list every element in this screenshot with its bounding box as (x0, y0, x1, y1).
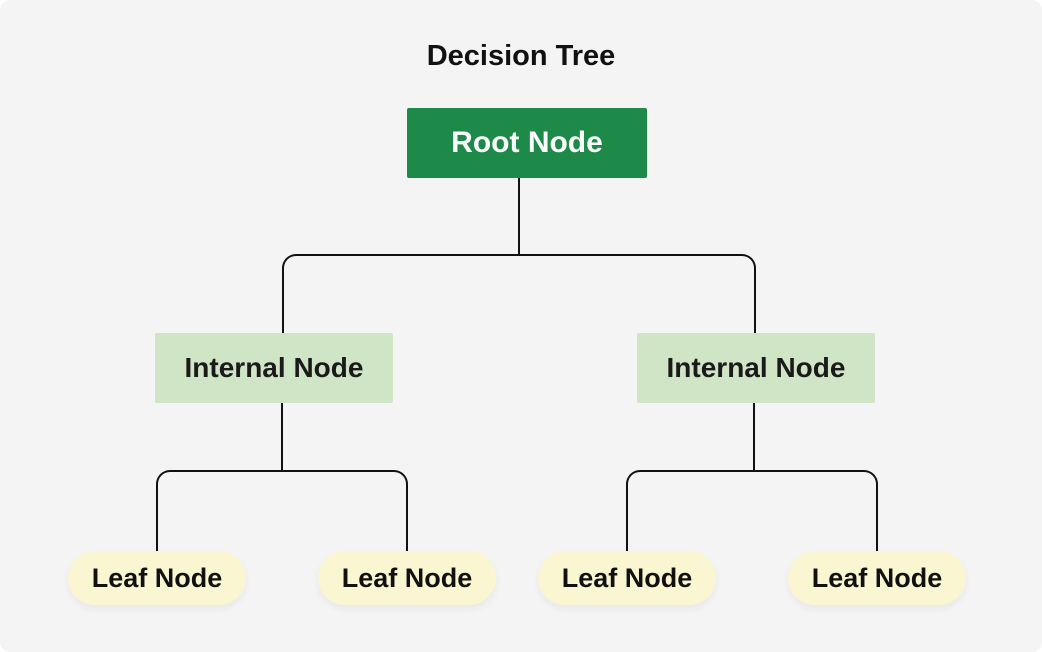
internal-node-left: Internal Node (155, 333, 393, 403)
connector-root-stem (518, 178, 520, 254)
connector-internal-right-stem (753, 403, 755, 470)
leaf-node-1: Leaf Node (68, 551, 246, 605)
connector-level2-left-branch (156, 470, 408, 552)
connector-level1-branch (282, 254, 756, 333)
connector-internal-left-stem (281, 403, 283, 470)
root-node: Root Node (407, 108, 647, 178)
leaf-node-2: Leaf Node (318, 551, 496, 605)
internal-node-right: Internal Node (637, 333, 875, 403)
connector-level2-right-branch (626, 470, 878, 552)
leaf-node-3: Leaf Node (538, 551, 716, 605)
diagram-title: Decision Tree (426, 40, 616, 72)
leaf-node-4: Leaf Node (788, 551, 966, 605)
